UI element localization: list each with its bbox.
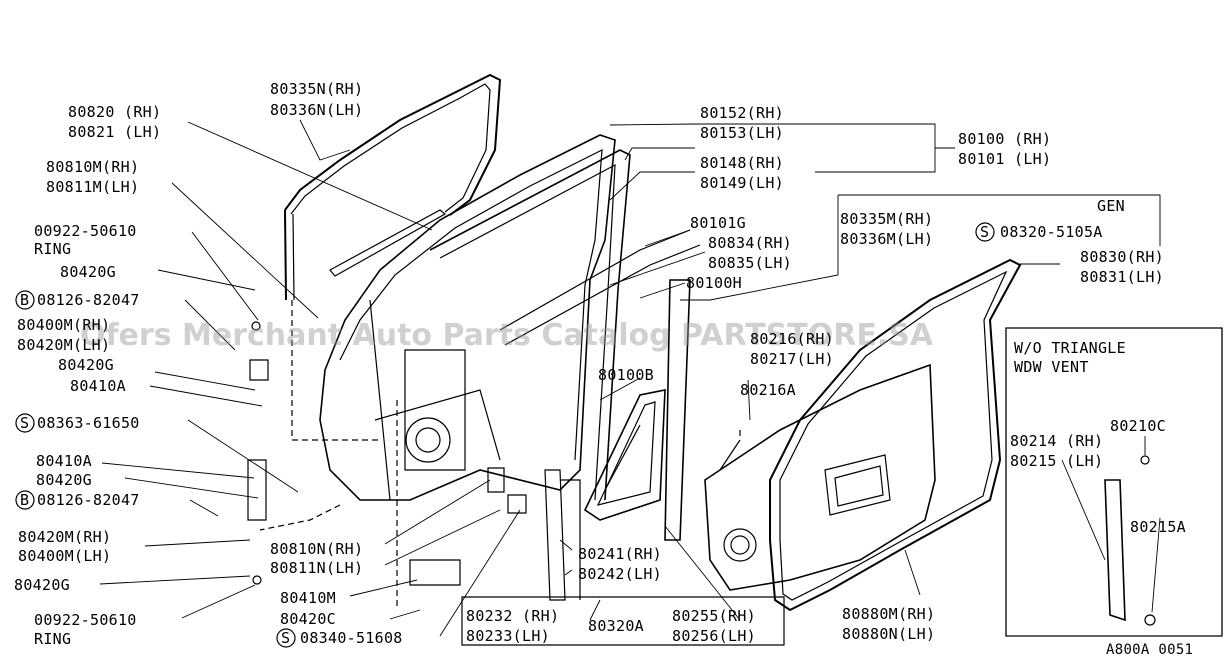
- part-label: 80834(RH): [708, 234, 792, 252]
- part-label: 80241(RH): [578, 545, 662, 563]
- triangle-vent-window: [585, 390, 665, 520]
- part-label: 80100B: [598, 366, 654, 384]
- diagram-id: A800A 0051: [1106, 642, 1194, 658]
- part-label: 80148(RH): [700, 154, 784, 172]
- label-boxes: [462, 328, 1222, 645]
- part-label: 00922-50610: [34, 611, 137, 629]
- leader-lines: [100, 120, 1160, 636]
- circle-s-marker: S: [281, 629, 291, 647]
- part-label: 80420M(RH): [18, 528, 112, 546]
- part-label: 08340-51608: [300, 629, 403, 647]
- part-label: 80835(LH): [708, 254, 792, 272]
- part-label: 80820 (RH): [68, 103, 162, 121]
- door-opening-weatherstrip: [770, 260, 1020, 610]
- part-label: 08363-61650: [37, 414, 140, 432]
- part-label: 80410A: [36, 452, 92, 470]
- inset-sash-bracket: [1105, 456, 1155, 625]
- part-label: GEN: [1097, 197, 1125, 215]
- part-label: 80100H: [686, 274, 742, 292]
- circle-s-marker: S: [980, 223, 990, 241]
- part-label: 80320A: [588, 617, 644, 635]
- dashed-guides: [260, 300, 740, 610]
- part-label: 80400M(RH): [17, 316, 111, 334]
- part-label: 80232 (RH): [466, 607, 560, 625]
- part-label: 80810M(RH): [46, 158, 140, 176]
- part-label: 80336M(LH): [840, 230, 934, 248]
- part-label: 80101 (LH): [958, 150, 1052, 168]
- run-channel-center: [545, 280, 690, 600]
- part-label: 80214 (RH): [1010, 432, 1104, 450]
- part-label: 80410M: [280, 589, 336, 607]
- part-label: 80217(LH): [750, 350, 834, 368]
- part-label: 80830(RH): [1080, 248, 1164, 266]
- door-glass-run: [285, 75, 500, 300]
- part-label: 80880N(LH): [842, 625, 936, 643]
- part-label: 80153(LH): [700, 124, 784, 142]
- part-label: 80336N(LH): [270, 101, 364, 119]
- hinge-hardware: [248, 322, 526, 585]
- part-label: 80100 (RH): [958, 130, 1052, 148]
- door-trim-panel: [705, 365, 935, 590]
- part-label: 80256(LH): [672, 627, 756, 645]
- inset-title: W/O TRIANGLE: [1014, 339, 1126, 357]
- part-label: 80420G: [14, 576, 70, 594]
- part-label: 80335M(RH): [840, 210, 934, 228]
- circle-markers: [16, 223, 994, 647]
- part-label: 80215 (LH): [1010, 452, 1104, 470]
- part-label: 80215A: [1130, 518, 1186, 536]
- circle-s-marker: S: [20, 414, 30, 432]
- part-label: 80335N(RH): [270, 80, 364, 98]
- part-label: 80216A: [740, 381, 796, 399]
- inset-title: WDW VENT: [1014, 358, 1089, 376]
- part-label: 08320-5105A: [1000, 223, 1103, 241]
- part-label: 80410A: [70, 377, 126, 395]
- door-outer-belt: [330, 210, 445, 276]
- circle-b-marker: B: [20, 291, 30, 309]
- part-label: 80420G: [58, 356, 114, 374]
- part-label: 80101G: [690, 214, 746, 232]
- door-outer-panel: [320, 135, 615, 500]
- part-label: 80811M(LH): [46, 178, 140, 196]
- part-label: 80216(RH): [750, 330, 834, 348]
- part-label: 80420G: [60, 263, 116, 281]
- part-label: 80831(LH): [1080, 268, 1164, 286]
- part-label: 80821 (LH): [68, 123, 162, 141]
- part-label: 80420C: [280, 610, 336, 628]
- part-label: 80810N(RH): [270, 540, 364, 558]
- part-label: 80152(RH): [700, 104, 784, 122]
- part-label: RING: [34, 630, 72, 648]
- part-label: 08126-82047: [37, 491, 140, 509]
- part-label: 80210C: [1110, 417, 1166, 435]
- part-label: 80420G: [36, 471, 92, 489]
- part-label: 80811N(LH): [270, 559, 364, 577]
- part-label: 80242(LH): [578, 565, 662, 583]
- part-label: RING: [34, 240, 72, 258]
- part-label: 80400M(LH): [18, 547, 112, 565]
- part-label: 80233(LH): [466, 627, 550, 645]
- part-label: 80255(RH): [672, 607, 756, 625]
- part-label: 80880M(RH): [842, 605, 936, 623]
- watermark-text: Ofers Merchant Auto Parts Catalog PARTST…: [80, 318, 934, 353]
- circle-b-marker: B: [20, 491, 30, 509]
- door-inner-frame: [430, 150, 700, 500]
- part-label: 80149(LH): [700, 174, 784, 192]
- part-label: 80420M(LH): [17, 336, 111, 354]
- part-label: 00922-50610: [34, 222, 137, 240]
- part-label: 08126-82047: [37, 291, 140, 309]
